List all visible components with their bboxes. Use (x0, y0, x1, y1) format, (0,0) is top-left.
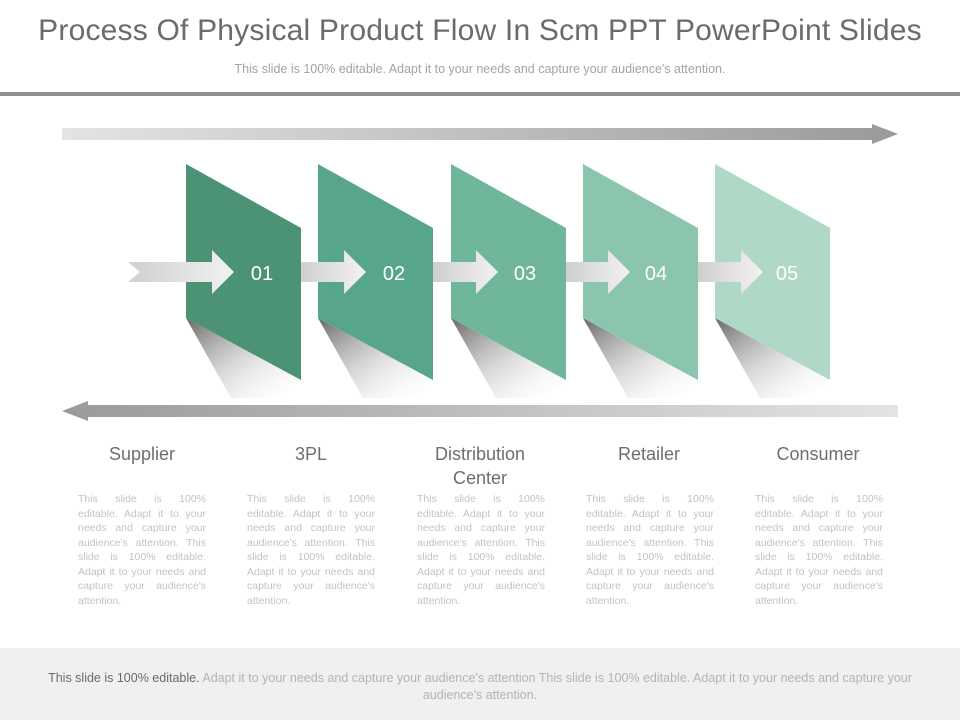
chevron-arrow (128, 250, 234, 294)
chevron-arrow (566, 250, 630, 294)
step-shadow (186, 318, 301, 398)
forward-flow-arrow (62, 124, 898, 144)
step-panel (186, 164, 301, 380)
reverse-flow-arrow (62, 401, 898, 421)
step-label-distribution-center: Distribution Center (434, 444, 526, 488)
step-card-02: 02 (301, 164, 433, 398)
step-card-05: 05 (698, 164, 830, 398)
step-panel (451, 164, 566, 380)
chevron-arrow (698, 250, 763, 294)
slide-title: Process Of Physical Product Flow In Scm … (38, 14, 922, 47)
step-panel (715, 164, 830, 380)
step-card-01: 01 (128, 164, 301, 398)
step-description: This slide is 100% editable. Adapt it to… (247, 493, 375, 607)
footer-rest: Adapt it to your needs and capture your … (202, 671, 912, 702)
chevron-arrow (433, 250, 498, 294)
step-label-3pl: 3PL (294, 444, 328, 464)
step-shadow (583, 318, 698, 398)
step-description: This slide is 100% editable. Adapt it to… (417, 493, 545, 607)
step-number: 01 (251, 263, 273, 285)
step-number: 05 (776, 263, 798, 285)
chevron-arrow (301, 250, 366, 294)
step-shadow (451, 318, 566, 398)
step-panel (583, 164, 698, 380)
footer-text: This slide is 100% editable. Adapt it to… (20, 670, 940, 704)
step-number: 03 (514, 263, 536, 285)
step-number: 02 (383, 263, 405, 285)
slide-subtitle: This slide is 100% editable. Adapt it to… (234, 62, 726, 76)
step-card-04: 04 (566, 164, 698, 398)
step-panel (318, 164, 433, 380)
step-label-consumer: Consumer (776, 444, 860, 464)
step-shadow (715, 318, 830, 398)
footer-lead: This slide is 100% editable. (48, 671, 200, 685)
step-description: This slide is 100% editable. Adapt it to… (755, 493, 883, 607)
step-card-03: 03 (433, 164, 566, 398)
step-number: 04 (645, 263, 667, 285)
footer-band: This slide is 100% editable. Adapt it to… (0, 648, 960, 720)
step-label-supplier: Supplier (108, 444, 176, 464)
step-description: This slide is 100% editable. Adapt it to… (78, 493, 206, 607)
step-label-retailer: Retailer (617, 444, 681, 464)
title-divider (0, 92, 960, 96)
step-description: This slide is 100% editable. Adapt it to… (586, 493, 714, 607)
step-shadow (318, 318, 433, 398)
